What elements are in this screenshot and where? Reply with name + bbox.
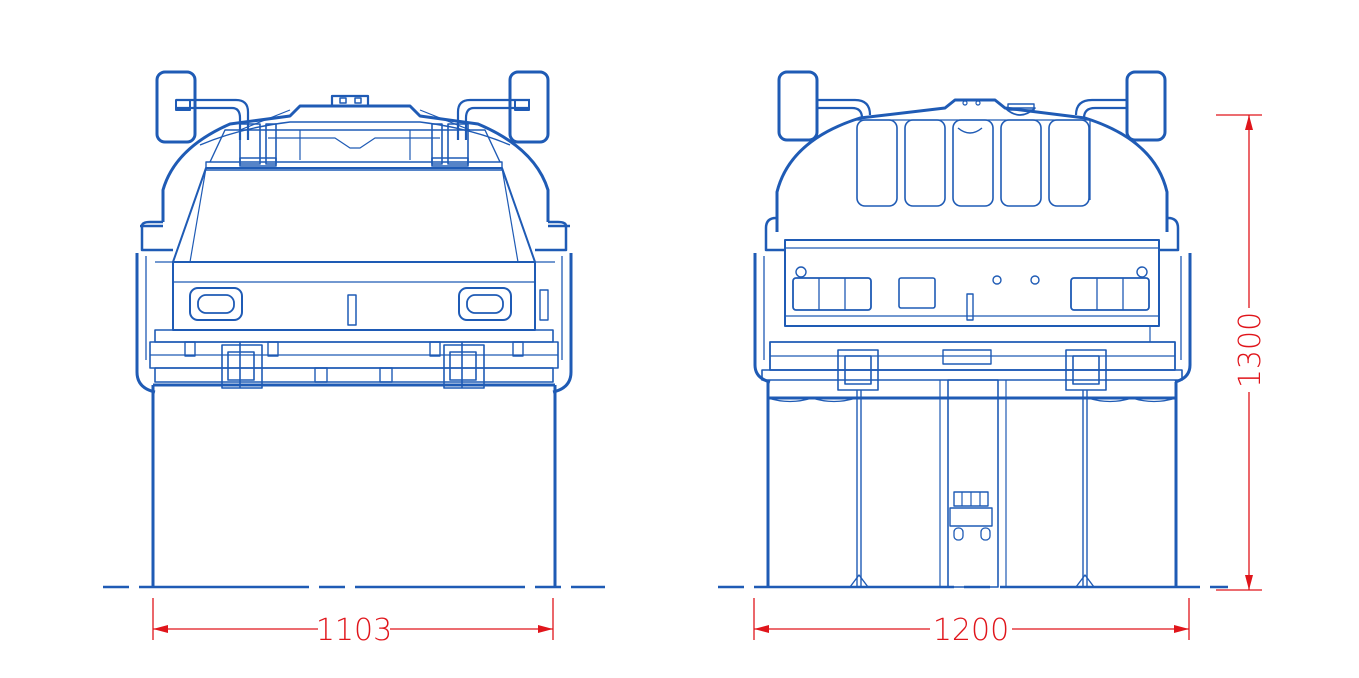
right-mirror-left [777, 70, 819, 142]
dim-text-right-height: 1300 [1233, 312, 1268, 388]
right-clamp-left [837, 349, 879, 391]
dim-text-left-width: 1103 [316, 613, 392, 648]
right-tank-outline [855, 119, 1091, 200]
left-clamp-right [443, 342, 485, 389]
left-fender-right [552, 253, 573, 394]
left-canopy-outline [161, 104, 550, 222]
dimension-annotations: 1103 1200 1300 [152, 114, 1268, 648]
right-fender-left [753, 253, 771, 384]
right-mirror-right [1125, 70, 1167, 142]
right-taillight-right [1070, 277, 1150, 311]
left-headlight-left [189, 287, 243, 321]
right-machine-view [718, 70, 1228, 589]
right-fender-right [1174, 253, 1192, 384]
left-side-panel-right [535, 220, 568, 252]
left-mirror-arm-right [456, 98, 530, 140]
left-side-panel-left [140, 220, 173, 252]
left-base-box [151, 383, 557, 587]
right-base-box [766, 382, 1178, 587]
right-taillight-left [792, 277, 872, 311]
right-clamp-right [1065, 349, 1107, 391]
left-fender-left [135, 253, 156, 394]
right-central-pillar [947, 379, 999, 588]
right-engine-deck [784, 239, 1160, 327]
left-machine-view [103, 70, 605, 589]
left-mirror-arm-left [176, 98, 250, 140]
dim-text-right-width: 1200 [933, 613, 1009, 648]
left-cab-body [172, 167, 536, 263]
left-headlight-right [458, 287, 512, 321]
left-clamp-left [221, 342, 263, 389]
right-canopy-outline [775, 98, 1169, 232]
